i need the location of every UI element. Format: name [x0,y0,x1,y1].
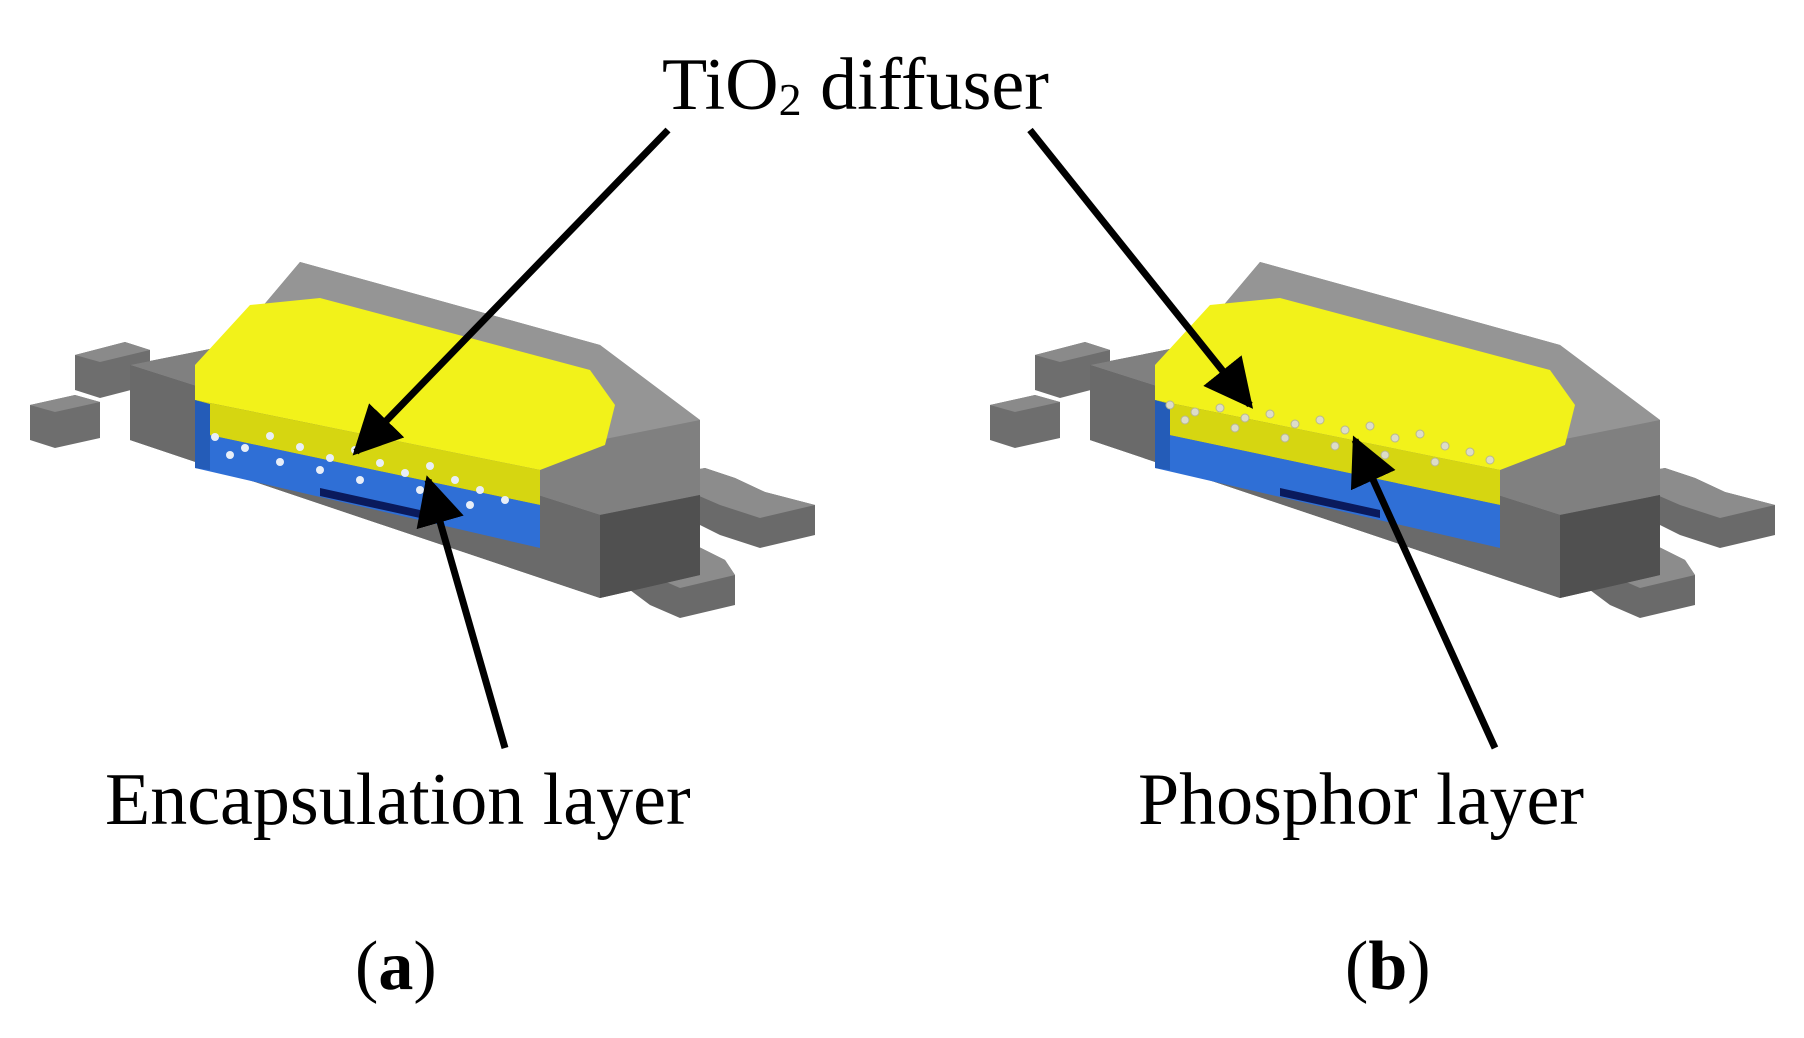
arrow-tio2-to-a [352,127,671,456]
led-chip-a [320,488,420,518]
panel-label-b: (b) [1345,928,1431,1005]
encapsulation-layer-b [1155,432,1500,548]
arrows [352,127,1499,750]
led-package-a [30,262,815,618]
phosphor-layer-b [1155,298,1575,470]
encapsulation-layer-label: Encapsulation layer [105,759,691,841]
phosphor-layer-label: Phosphor layer [1138,759,1584,841]
arrow-encapsulation [416,475,509,749]
phosphor-layer-a [195,298,615,470]
arrow-tio2-to-b [1027,127,1254,409]
arrow-phosphor [1350,435,1499,750]
cavity-b [1155,298,1575,548]
led-package-b [990,262,1775,618]
led-chip-b [1280,488,1380,518]
panel-label-a: (a) [355,928,437,1005]
tio2-diffuser-label: TiO2 diffuser [662,44,1049,126]
diffuser-particles-b [1165,400,1495,467]
